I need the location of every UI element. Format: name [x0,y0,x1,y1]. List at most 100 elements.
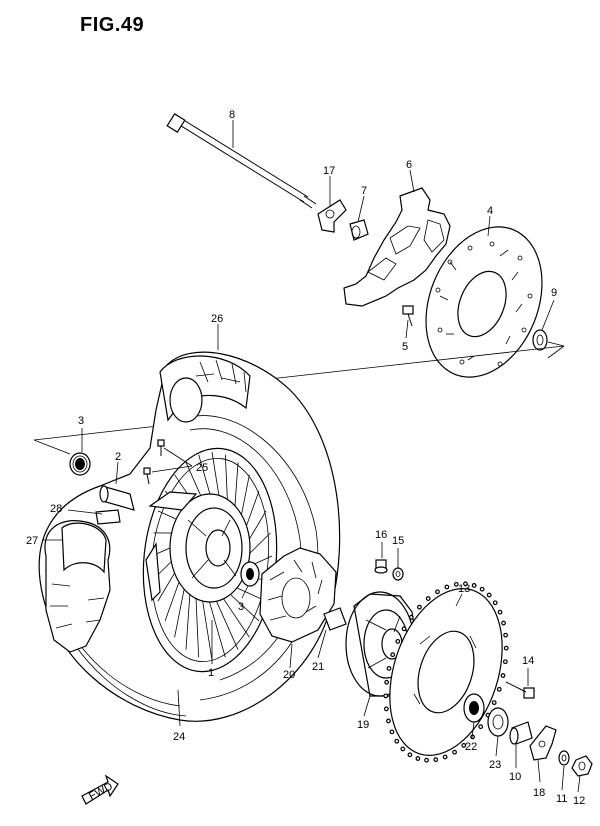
axle-nut [532,329,548,351]
sprocket-tooth [496,686,502,692]
label-part-12: 12 [573,795,585,807]
rear-axle [166,113,317,209]
hub-spacer [99,485,135,511]
sprocket-tooth [502,659,508,665]
sprocket-tooth [401,626,407,632]
leader-lines [42,120,581,793]
sprocket-tooth [471,583,477,588]
label-part-10: 10 [509,771,521,783]
damper-pin [323,607,347,631]
part-labels: 8 17 7 6 4 9 5 26 3 2 25 28 27 3 1 16 15… [26,109,585,807]
axle-spacer [349,219,369,241]
sprocket-tooth [497,609,503,615]
spoked-wheel [142,447,278,673]
sprocket-tooth [383,693,389,699]
sprocket-tooth [386,718,391,724]
sprocket-tooth [408,614,414,620]
label-part-13: 13 [458,583,470,595]
label-part-24: 24 [173,731,185,743]
label-part-3-upper: 3 [78,415,84,427]
sprocket-tooth [425,596,431,601]
sprocket-tooth [390,652,396,658]
tire-cross-section [44,520,111,653]
sprocket-tooth [389,729,395,735]
sprocket-tooth [463,581,468,587]
sprocket-tooth [407,752,413,758]
label-part-19: 19 [357,719,369,731]
label-part-11: 11 [556,793,567,805]
sprocket-tooth [503,632,509,638]
label-part-16: 16 [375,529,387,541]
sprocket-tooth [491,700,497,706]
rear-sprocket [383,581,509,763]
sprocket-tooth [415,756,421,761]
forward-arrow-icon: FWD [81,774,119,805]
label-part-1: 1 [208,667,214,679]
label-part-5: 5 [402,341,408,353]
spoke [207,597,226,658]
label-part-26: 26 [211,313,223,325]
label-part-3-lower: 3 [238,601,244,613]
sprocket-tooth [461,743,467,748]
label-part-20: 20 [283,669,295,681]
sprocket-tooth [395,638,401,644]
spoke [195,591,200,658]
label-part-25: 25 [196,462,208,474]
sprocket-tooth [433,757,439,763]
caliper-bracket [343,187,451,307]
chain-adjuster [317,199,347,233]
wheel-bearing-lower [240,561,260,587]
label-part-28: 28 [50,503,62,515]
cushion-damper [259,547,337,643]
rim-lock [95,509,121,525]
brake-disc [425,226,543,378]
spoke [201,595,213,661]
sprocket-nut-bolt [505,681,535,699]
chain-adjuster-right [529,725,557,761]
label-part-2: 2 [115,451,121,463]
label-part-8: 8 [229,109,235,121]
sprocket-tooth [479,586,485,592]
sprocket-bolt [374,559,388,574]
sprocket-tooth [394,738,400,744]
label-part-27: 27 [26,535,38,547]
sprocket-tooth [384,679,390,685]
label-part-21: 21 [312,661,324,673]
sprocket-tooth [435,589,440,595]
sprocket-tooth [386,666,392,671]
label-part-9: 9 [551,287,557,299]
rim-screws [143,439,165,485]
label-part-7: 7 [361,185,367,197]
drum-spacer [509,721,533,745]
label-part-4: 4 [487,205,493,217]
label-part-17: 17 [323,165,335,177]
sprocket-tooth [424,757,429,763]
axle-nut-right [571,755,593,777]
label-part-14: 14 [522,655,534,667]
sprocket-tooth [478,724,484,730]
caliper-bolt [402,305,414,327]
axis-lines [33,341,565,455]
label-part-22: 22 [465,741,477,753]
fwd-label: FWD [87,780,115,802]
sprocket-tooth [452,749,457,755]
sprocket-tooth [444,584,450,590]
spoke [221,595,250,638]
sprocket-tooth [503,645,509,651]
washer [558,750,570,766]
sprocket-tooth [442,754,448,760]
sprocket-tooth [383,706,389,712]
sprocket-tooth [501,620,506,626]
wheel-bearing-upper [69,452,91,476]
label-part-23: 23 [489,759,501,771]
spoke [214,597,239,650]
label-part-6: 6 [406,159,412,171]
spoke [227,591,260,622]
sprocket-tooth [400,746,406,752]
sprocket-washer [392,567,404,581]
oil-seal [487,707,509,737]
sprocket-tooth [417,604,422,610]
sprocket-tooth [492,600,498,606]
label-part-15: 15 [392,535,404,547]
